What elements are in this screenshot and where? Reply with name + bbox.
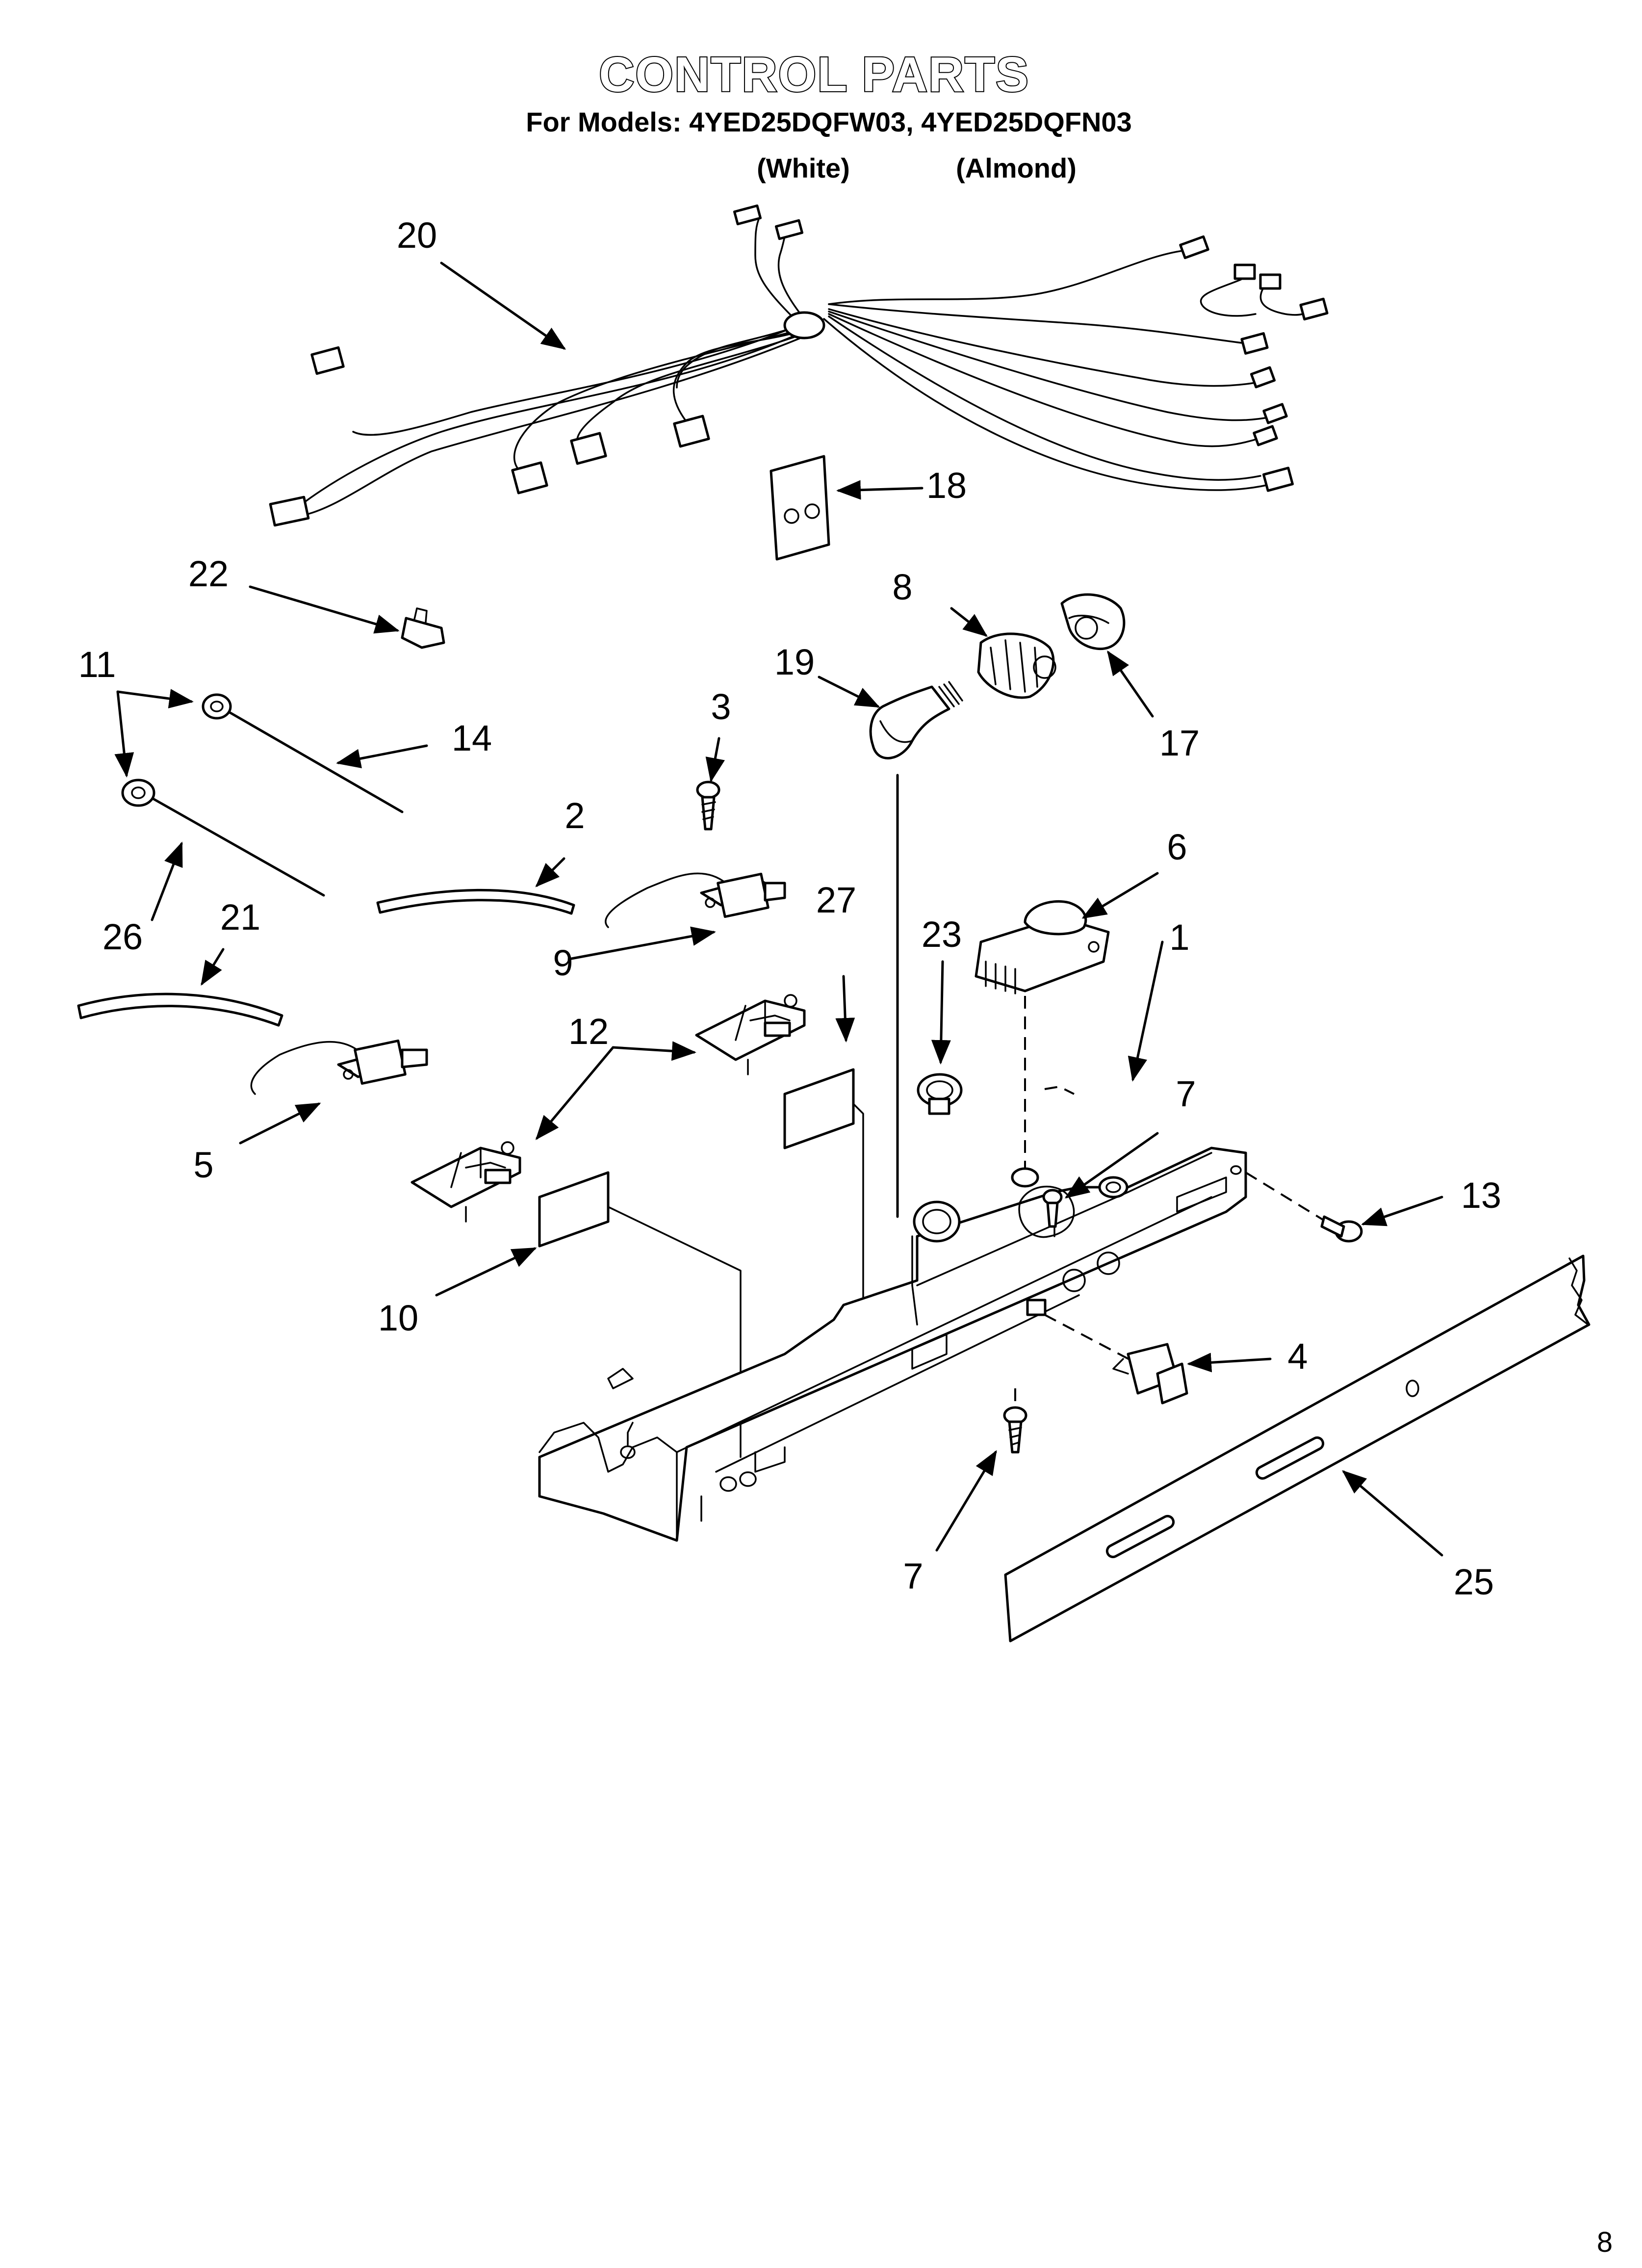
callout-1: 1 — [1169, 917, 1189, 958]
callout-3: 3 — [711, 686, 731, 727]
light-socket-part-8 — [977, 632, 1056, 699]
callout-4: 4 — [1287, 1336, 1308, 1377]
insulator-part-18 — [770, 455, 830, 561]
callout-19: 19 — [774, 642, 815, 682]
callout-2: 2 — [564, 795, 585, 836]
label-part-27 — [783, 1068, 855, 1149]
trim-panel-part-25 — [1004, 1254, 1591, 1642]
models-line: For Models: 4YED25DQFW03, 4YED25DQFN03 — [526, 106, 1131, 137]
callout-23: 23 — [922, 914, 962, 955]
screw-part-7-lower — [1003, 1388, 1027, 1454]
control-housing-part-1 — [538, 1147, 1247, 1542]
callout-17: 17 — [1159, 723, 1200, 763]
guide-line-short — [1044, 1085, 1075, 1095]
switch-part-9 — [605, 872, 786, 928]
callout-21: 21 — [220, 897, 260, 938]
callout-26: 26 — [103, 916, 143, 957]
grommet-part-11-upper — [202, 693, 232, 720]
callout-14: 14 — [452, 718, 492, 758]
switch-part-5 — [250, 1039, 428, 1095]
variant-almond: (Almond) — [956, 153, 1077, 183]
wiring-harness-part-20 — [269, 204, 1329, 527]
callout-7-upper: 7 — [1176, 1073, 1196, 1114]
light-bulb-part-19 — [869, 681, 963, 759]
callout-10: 10 — [378, 1298, 418, 1338]
callout-6: 6 — [1167, 827, 1187, 867]
page-marker: 8 — [1597, 2226, 1613, 2258]
bracket-part-12-lower — [410, 1141, 521, 1223]
callout-8: 8 — [892, 567, 912, 607]
capillary-tube-part-14 — [228, 711, 404, 813]
callout-25: 25 — [1454, 1562, 1494, 1602]
callout-9: 9 — [553, 942, 573, 983]
screw-part-3 — [696, 781, 720, 831]
variant-white: (White) — [757, 153, 850, 183]
callout-18: 18 — [926, 465, 967, 506]
capillary-tube-part-26 — [152, 797, 325, 897]
callout-7-lower: 7 — [903, 1556, 923, 1596]
label-part-10 — [538, 1171, 610, 1248]
callout-27: 27 — [816, 880, 856, 920]
callout-5: 5 — [193, 1145, 213, 1185]
screw-part-7-upper — [1042, 1189, 1063, 1228]
tube-part-2 — [376, 888, 575, 915]
harness-sleeve-icon — [783, 311, 825, 339]
tube-part-21 — [77, 992, 283, 1027]
control-knob-part-4 — [1044, 1314, 1188, 1405]
page-title: CONTROL PARTS — [599, 47, 1029, 102]
callout-22: 22 — [188, 553, 229, 594]
leader-arrows — [114, 261, 1443, 1557]
callout-11: 11 — [78, 644, 116, 685]
bracket-part-12-upper — [695, 994, 806, 1075]
callout-12: 12 — [568, 1011, 609, 1052]
label-27-guide — [852, 1103, 864, 1326]
callout-20: 20 — [397, 215, 437, 256]
screw-part-13 — [1245, 1172, 1363, 1243]
grommet-part-11-lower — [121, 779, 155, 807]
light-shield-part-17 — [1060, 593, 1126, 651]
clip-part-22 — [401, 607, 445, 649]
callout-13: 13 — [1461, 1175, 1501, 1216]
plug-part-23 — [917, 1073, 963, 1115]
thermostat-part-6 — [975, 900, 1110, 994]
